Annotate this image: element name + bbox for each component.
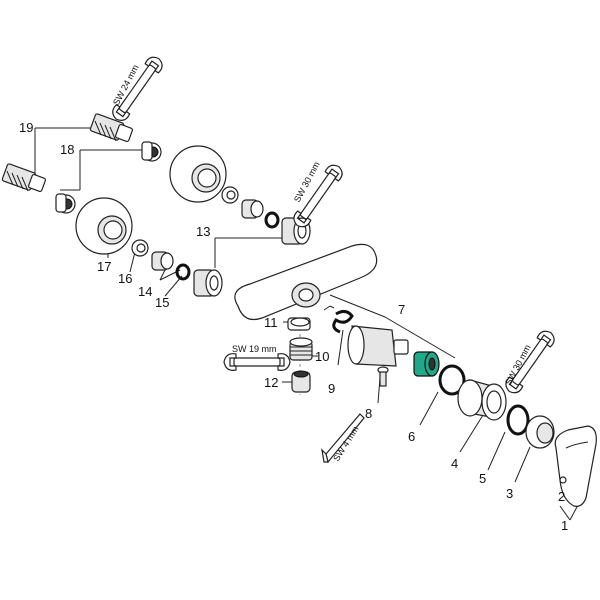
mixer-body: [234, 243, 378, 331]
callout-numbers: 1 2 3 4 5 6 7 8 9 10 11 12 13 14 15 16 1…: [19, 120, 568, 533]
nipple-lower: [55, 193, 76, 214]
washer-upper: [221, 186, 239, 204]
callout-1: 1: [561, 518, 568, 533]
allen-key-sw4-icon: [321, 413, 365, 464]
cartridge-nut-highlighted: [413, 351, 440, 377]
oring-lower: [175, 263, 191, 281]
grub-screw: [377, 366, 389, 387]
seal-ring: [290, 317, 310, 327]
washer-lower: [131, 239, 149, 257]
callout-7: 7: [398, 302, 405, 317]
callout-8: 8: [365, 406, 372, 421]
connector-lower: [1, 163, 47, 193]
rosette-upper: [169, 145, 227, 203]
callout-5: 5: [479, 471, 486, 486]
callout-14: 14: [138, 284, 152, 299]
cartridge-oring: [438, 364, 466, 396]
eccentric-upper: [241, 199, 264, 219]
handle-screw: [559, 476, 567, 484]
union-nut-upper: [281, 217, 311, 245]
callout-10: 10: [315, 349, 329, 364]
callout-4: 4: [451, 456, 458, 471]
leader-lines: [18, 127, 579, 521]
check-valve: [289, 337, 313, 361]
callout-12: 12: [264, 375, 278, 390]
callout-13: 13: [196, 224, 210, 239]
wrench-sw30-right-icon: [505, 330, 555, 394]
callout-9: 9: [328, 381, 335, 396]
oring-upper: [264, 211, 280, 229]
thermostatic-cartridge: [347, 325, 409, 367]
callout-16: 16: [118, 271, 132, 286]
eccentric-lower: [151, 251, 174, 271]
nipple-upper: [141, 141, 162, 162]
filter-insert: [291, 370, 311, 393]
handle-adapter: [525, 415, 555, 449]
union-nut-lower: [193, 269, 223, 297]
rosette-lower: [75, 197, 133, 255]
retaining-clip: [323, 305, 354, 334]
callout-3: 3: [506, 486, 513, 501]
callout-6: 6: [408, 429, 415, 444]
callout-18: 18: [60, 142, 74, 157]
callout-15: 15: [155, 295, 169, 310]
callout-19: 19: [19, 120, 33, 135]
wrench-sw30-upper-icon: [293, 164, 343, 228]
callout-17: 17: [97, 259, 111, 274]
connector-upper: [89, 113, 134, 143]
callout-2: 2: [558, 489, 565, 504]
cover-sleeve: [457, 379, 507, 421]
wrench-sw19-icon: [223, 353, 291, 371]
tool-label-sw19: SW 19 mm: [232, 344, 277, 354]
sleeve-oring: [506, 404, 530, 436]
lever-handle: [554, 425, 597, 507]
callout-11: 11: [264, 315, 278, 330]
wrench-sw24-icon: [112, 56, 163, 121]
